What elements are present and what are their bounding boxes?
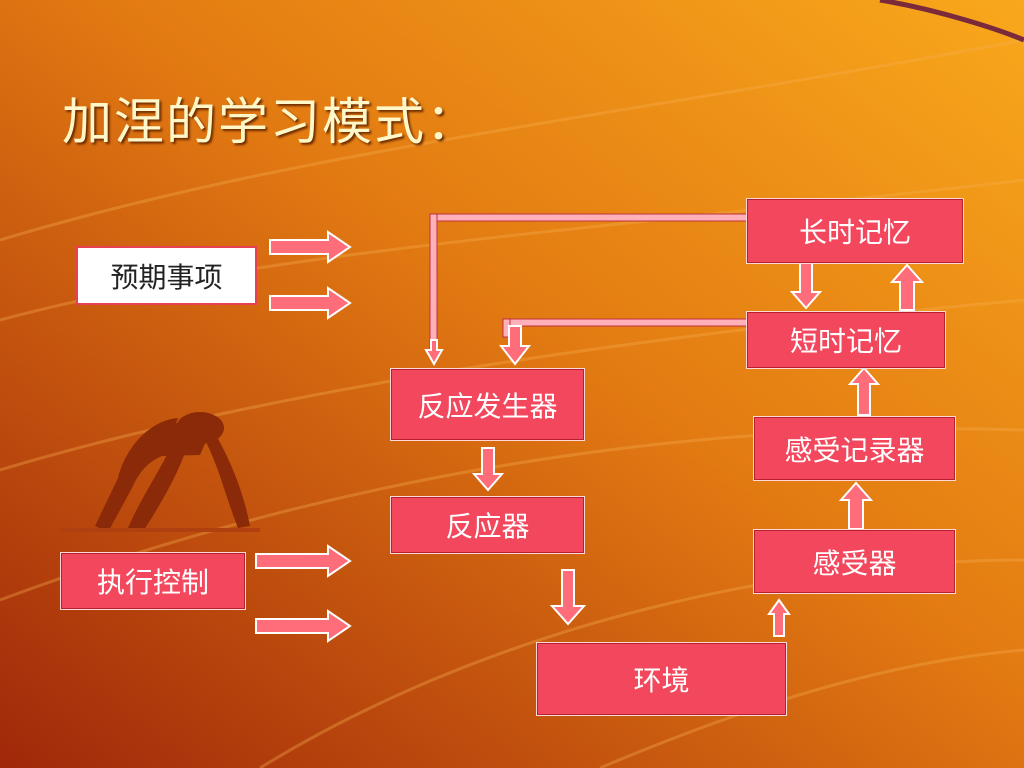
node-receptor: 感受器 [753,529,956,594]
arrow-up-icon [767,263,925,637]
arrow-right-icon [255,230,352,643]
node-executive-control: 执行控制 [60,552,246,610]
slide-title: 加涅的学习模式： [62,93,478,151]
node-response-generator: 反应发生器 [390,368,585,441]
sprinter-silhouette-icon [60,412,260,532]
node-expectancy: 预期事项 [76,246,257,305]
arrow-down-icon [424,262,823,626]
node-long-term-memory: 长时记忆 [746,198,964,264]
node-sensory-register: 感受记录器 [753,416,956,481]
node-short-term-memory: 短时记忆 [746,311,946,369]
node-environment: 环境 [536,642,787,716]
top-right-line [879,0,1024,43]
node-effector: 反应器 [390,496,585,554]
